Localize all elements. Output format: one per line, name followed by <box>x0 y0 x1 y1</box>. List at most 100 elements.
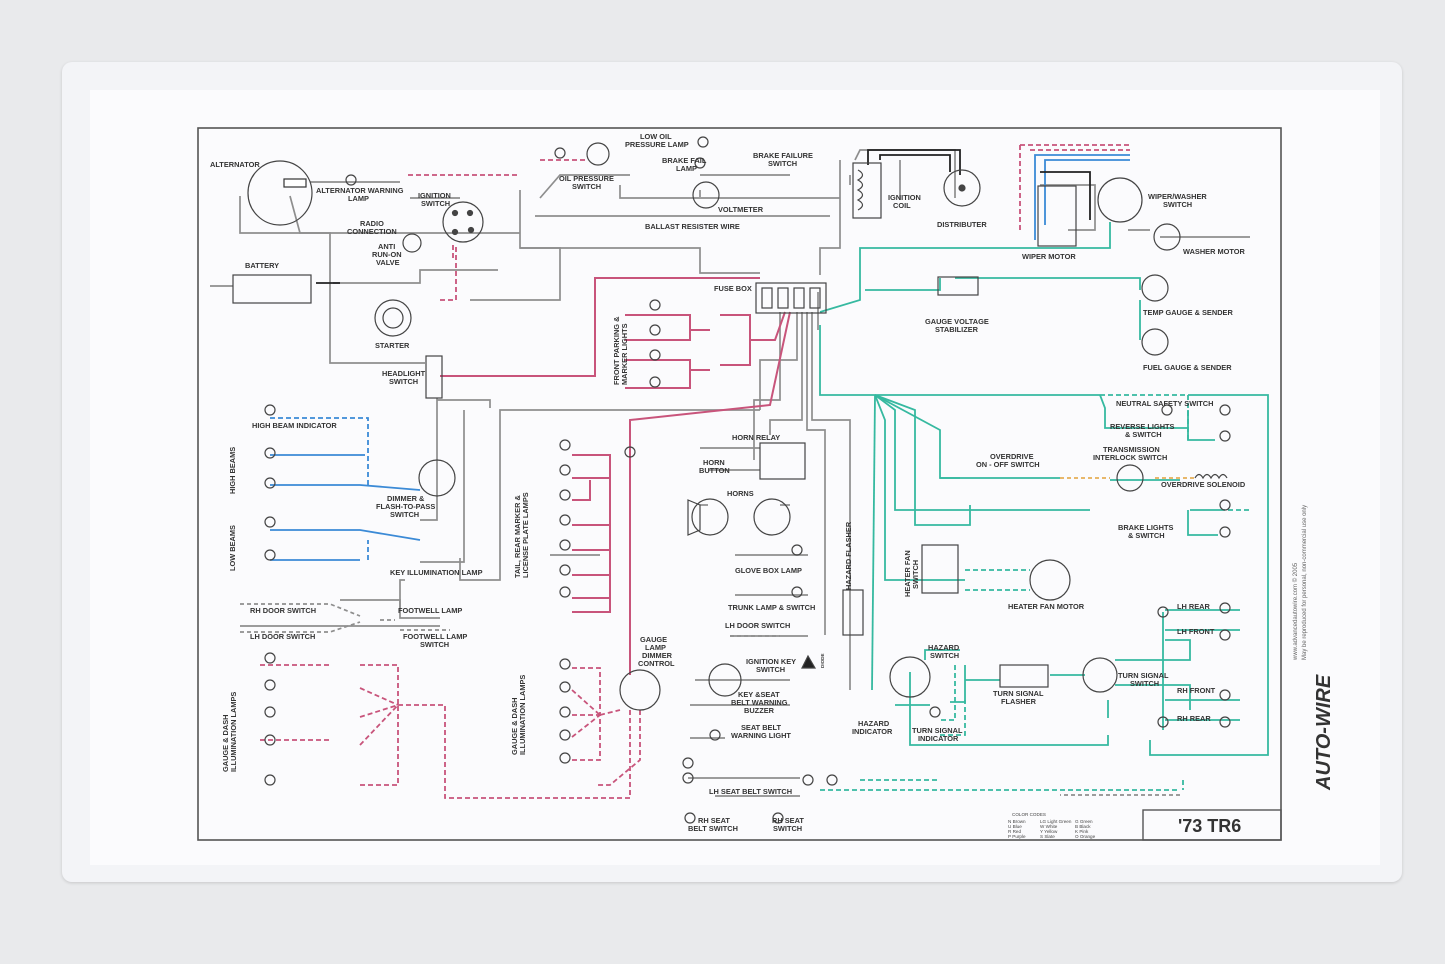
heater-fan-switch-icon <box>921 544 959 594</box>
blue-wires <box>270 154 1130 561</box>
ignition-switch-icon <box>442 201 484 243</box>
color-code-6: W White <box>1040 824 1058 829</box>
turn-switch-icon <box>1082 657 1118 693</box>
black-wires <box>316 149 1091 284</box>
color-code-5: LG Light Green <box>1040 819 1072 824</box>
label-front-parking-2: MARKER LIGHTS <box>620 323 629 385</box>
color-code-9: G Green <box>1075 819 1093 824</box>
label-horn-button-1: HORN <box>703 458 725 467</box>
label-lh-rear: LH REAR <box>1177 602 1211 611</box>
label-stabilizer-2: STABILIZER <box>935 325 979 334</box>
label-brake-failure-switch-1: BRAKE FAILURE <box>753 151 813 160</box>
labels: ALTERNATOR ALTERNATOR WARNING LAMP LOW O… <box>210 132 1246 833</box>
diagram-border <box>197 127 1282 841</box>
credit-line-2: May be reproduced for personal, non-comm… <box>1302 505 1308 660</box>
label-distributer: DISTRIBUTER <box>937 220 987 229</box>
label-ign-key-1: IGNITION KEY <box>746 657 796 666</box>
label-headlight-switch-2: SWITCH <box>389 377 418 386</box>
label-glove-box: GLOVE BOX LAMP <box>735 566 802 575</box>
label-rh-seat-switch-2: SWITCH <box>773 824 802 833</box>
label-heater-switch-1: HEATER FAN <box>903 550 912 597</box>
label-ignition-switch-1: IGNITION <box>418 191 451 200</box>
color-code-10: B Black <box>1075 824 1091 829</box>
wiper-switch-icon <box>1097 177 1143 223</box>
label-headlight-switch-1: HEADLIGHT <box>382 369 426 378</box>
label-alt-warning-2: LAMP <box>348 194 369 203</box>
label-antirun-1: ANTI <box>378 242 395 251</box>
junction-lamp-icon <box>624 446 636 458</box>
label-turn-ind-2: INDICATOR <box>918 734 959 743</box>
horn-relay-icon <box>759 442 806 480</box>
headlight-switch-icon <box>425 355 443 399</box>
battery-icon <box>232 274 312 304</box>
diagram-title: '73 TR6 <box>1178 816 1241 836</box>
green-dashed-wires <box>820 394 1250 791</box>
label-interlock-1: TRANSMISSION <box>1103 445 1160 454</box>
label-rh-seat-belt-1: RH SEAT <box>698 816 730 825</box>
label-battery: BATTERY <box>245 261 279 270</box>
label-ign-key-2: SWITCH <box>756 665 785 674</box>
label-dimmer-control-3: DIMMER <box>642 651 673 660</box>
label-buzzer-3: BUZZER <box>744 706 775 715</box>
grey-dashed-wires <box>240 603 1180 796</box>
label-alt-warning-1: ALTERNATOR WARNING <box>316 186 404 195</box>
label-hazard-ind-2: INDICATOR <box>852 727 893 736</box>
label-seat-belt-1: SEAT BELT <box>741 723 781 732</box>
label-dimmer-3: SWITCH <box>390 510 419 519</box>
washer-motor-icon <box>1153 223 1181 251</box>
color-code-8: S Slate <box>1040 834 1055 839</box>
dimmer-control-icon <box>619 669 661 711</box>
label-trunk: TRUNK LAMP & SWITCH <box>728 603 815 612</box>
label-antirun-2: RUN-ON <box>372 250 402 259</box>
label-od-solenoid: OVERDRIVE SOLENOID <box>1161 480 1246 489</box>
label-rh-rear: RH REAR <box>1177 714 1211 723</box>
buzzer-icon <box>708 663 742 697</box>
red-dashed-wires <box>260 144 1130 799</box>
label-interlock-2: INTERLOCK SWITCH <box>1093 453 1167 462</box>
ignition-coil-icon <box>852 162 882 219</box>
label-temp-gauge: TEMP GAUGE & SENDER <box>1143 308 1233 317</box>
label-dimmer-2: FLASH-TO-PASS <box>376 502 435 511</box>
label-hazard-flasher: HAZARD FLASHER <box>844 521 853 590</box>
label-alternator: ALTERNATOR <box>210 160 260 169</box>
label-buzzer-2: BELT WARNING <box>731 698 788 707</box>
label-turn-flasher-1: TURN SIGNAL <box>993 689 1044 698</box>
brand-logo: AUTO-WIRE <box>1313 674 1335 791</box>
label-hazard-switch-2: SWITCH <box>930 651 959 660</box>
label-lh-front: LH FRONT <box>1177 627 1215 636</box>
label-low-beams: LOW BEAMS <box>228 525 237 571</box>
label-heater-motor: HEATER FAN MOTOR <box>1008 602 1085 611</box>
label-radio-2: CONNECTION <box>347 227 397 236</box>
color-code-4: P Purple <box>1008 834 1026 839</box>
hazard-switch-icon <box>889 656 931 698</box>
rotated-labels: FRONT PARKING & MARKER LIGHTS HIGH BEAMS… <box>221 316 920 772</box>
label-overdrive-1: OVERDRIVE <box>990 452 1034 461</box>
label-brake-fail-1: BRAKE FAIL <box>662 156 707 165</box>
label-wiper-motor: WIPER MOTOR <box>1022 252 1076 261</box>
label-rh-door: RH DOOR SWITCH <box>250 606 316 615</box>
label-rh-seat-belt-2: BELT SWITCH <box>688 824 738 833</box>
label-dimmer-control-1: GAUGE <box>640 635 667 644</box>
label-hazard-switch-1: HAZARD <box>928 643 960 652</box>
fuse-box-icon <box>755 282 827 314</box>
label-turn-switch-2: SWITCH <box>1130 679 1159 688</box>
valve-icon <box>402 233 422 253</box>
label-tail-rear-2: LICENSE PLATE LAMPS <box>521 492 530 578</box>
label-hazard-ind-1: HAZARD <box>858 719 890 728</box>
heater-motor-icon <box>1029 559 1071 601</box>
color-code-3: R Red <box>1008 829 1021 834</box>
color-code-7: Y Yellow <box>1040 829 1058 834</box>
label-fuel-gauge: FUEL GAUGE & SENDER <box>1143 363 1232 372</box>
label-radio-1: RADIO <box>360 219 384 228</box>
label-gauge-dash-left-2: ILLUMINATION LAMPS <box>229 692 238 772</box>
label-gauge-dash-left-1: GAUGE & DASH <box>221 715 230 773</box>
label-front-parking-1: FRONT PARKING & <box>612 316 621 385</box>
label-starter: STARTER <box>375 341 410 350</box>
horn-right-icon <box>753 498 791 536</box>
label-horn-relay: HORN RELAY <box>732 433 780 442</box>
label-dimmer-1: DIMMER & <box>387 494 425 503</box>
color-code-11: K Pink <box>1075 829 1089 834</box>
voltmeter-icon <box>692 181 720 209</box>
label-high-beams: HIGH BEAMS <box>228 447 237 494</box>
